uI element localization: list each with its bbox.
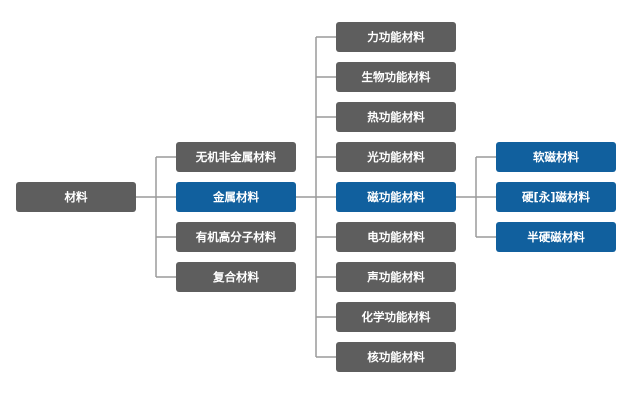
node-label: 半硬磁材料 [527, 230, 585, 244]
node-acoustic-functional[interactable]: 声功能材料 [336, 262, 456, 292]
node-soft-magnetic[interactable]: 软磁材料 [496, 142, 616, 172]
node-semi-hard-magnetic[interactable]: 半硬磁材料 [496, 222, 616, 252]
node-hard-permanent-magnetic[interactable]: 硬[永]磁材料 [496, 182, 616, 212]
node-label: 核功能材料 [367, 350, 425, 364]
node-mechanical-functional[interactable]: 力功能材料 [336, 22, 456, 52]
node-label: 无机非金属材料 [195, 150, 277, 164]
node-metallic[interactable]: 金属材料 [176, 182, 296, 212]
node-label: 复合材料 [213, 270, 259, 284]
node-chemical-functional[interactable]: 化学功能材料 [336, 302, 456, 332]
node-materials-root[interactable]: 材料 [16, 182, 136, 212]
node-organic-polymer[interactable]: 有机高分子材料 [176, 222, 296, 252]
node-label: 软磁材料 [533, 150, 579, 164]
node-thermal-functional[interactable]: 热功能材料 [336, 102, 456, 132]
node-label: 电功能材料 [367, 230, 425, 244]
node-label: 热功能材料 [367, 110, 425, 124]
node-label: 材料 [64, 190, 88, 204]
node-inorganic-nonmetallic[interactable]: 无机非金属材料 [176, 142, 296, 172]
node-label: 生物功能材料 [361, 70, 431, 84]
node-label: 声功能材料 [367, 270, 425, 284]
node-optical-functional[interactable]: 光功能材料 [336, 142, 456, 172]
node-nuclear-functional[interactable]: 核功能材料 [336, 342, 456, 372]
node-electric-functional[interactable]: 电功能材料 [336, 222, 456, 252]
node-label: 化学功能材料 [361, 310, 431, 324]
node-label: 有机高分子材料 [195, 230, 277, 244]
node-magnetic-functional[interactable]: 磁功能材料 [336, 182, 456, 212]
node-label: 光功能材料 [367, 150, 425, 164]
node-label: 金属材料 [213, 190, 259, 204]
node-label: 力功能材料 [367, 30, 425, 44]
node-label: 硬[永]磁材料 [521, 190, 590, 204]
node-label: 磁功能材料 [367, 190, 425, 204]
node-bio-functional[interactable]: 生物功能材料 [336, 62, 456, 92]
node-composite[interactable]: 复合材料 [176, 262, 296, 292]
